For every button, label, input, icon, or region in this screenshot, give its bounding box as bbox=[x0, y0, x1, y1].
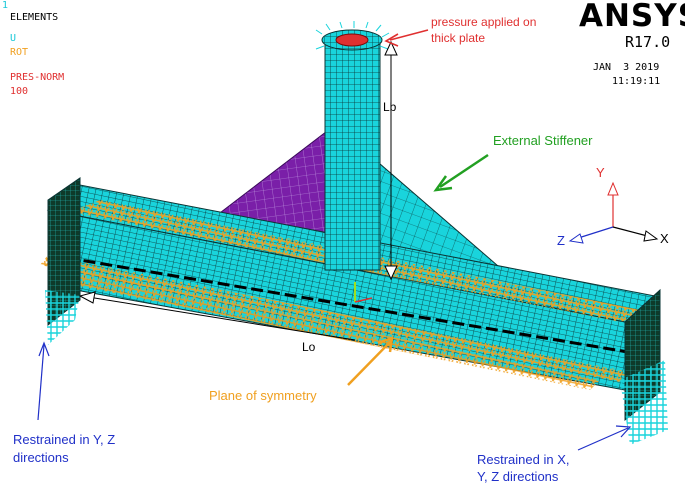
restrained-right-line1: Restrained in X, bbox=[477, 452, 570, 467]
left-restraint-symbols bbox=[45, 290, 80, 345]
symmetry-arrow-shaft bbox=[347, 339, 393, 386]
pressure-arrows bbox=[315, 21, 390, 50]
restrained-right-line2: Y, Z directions bbox=[477, 469, 559, 484]
restrained-left-line1: Restrained in Y, Z bbox=[13, 432, 116, 447]
stiffener-annotation: External Stiffener bbox=[493, 133, 593, 148]
restraint-right-arrow-head bbox=[615, 425, 632, 438]
stiffener-arrow-shaft bbox=[439, 153, 489, 189]
rot-band-lower bbox=[40, 255, 630, 382]
restrained-left-line2: directions bbox=[13, 450, 69, 465]
pressure-arrow-shaft bbox=[389, 29, 429, 41]
coordinate-triad bbox=[568, 181, 659, 244]
restraint-left-arrow bbox=[37, 344, 45, 421]
pressure-plate bbox=[335, 33, 369, 47]
legend-item-rot: ROT bbox=[10, 47, 29, 58]
axis-z-label: Z bbox=[557, 233, 565, 248]
vertical-pipe bbox=[324, 39, 381, 271]
lo-dimension-line bbox=[81, 295, 356, 341]
symmetry-annotation: Plane of symmetry bbox=[209, 388, 317, 403]
rot-band-lower-2 bbox=[60, 272, 600, 390]
axis-x-label: X bbox=[660, 231, 669, 246]
lo-label: Lo bbox=[302, 340, 316, 354]
legend-item-u: U bbox=[10, 33, 17, 44]
pressure-arrow-head bbox=[384, 33, 399, 47]
symmetry-line bbox=[49, 253, 629, 354]
legend-title: ELEMENTS bbox=[10, 12, 59, 23]
ansys-logo: ANSYS bbox=[579, 0, 685, 34]
left-end-cap bbox=[47, 177, 81, 327]
pressure-annotation-line2: thick plate bbox=[431, 31, 486, 45]
restraint-left-arrow-head bbox=[38, 341, 50, 357]
legend-marker: 1 bbox=[2, 0, 9, 11]
lb-label: Lb bbox=[383, 100, 397, 114]
symmetry-arrow-head bbox=[377, 336, 394, 353]
lb-arrowhead-top bbox=[384, 40, 398, 56]
origin-marker-x bbox=[354, 297, 373, 303]
ansys-version: R17.0 bbox=[625, 33, 671, 51]
ansys-time: 11:19:11 bbox=[612, 76, 661, 87]
stiffener-arrow-head bbox=[433, 175, 453, 192]
restraint-right-arrow bbox=[577, 427, 629, 451]
legend-item-pres-value: 100 bbox=[10, 86, 29, 97]
ansys-date: JAN 3 2019 bbox=[593, 62, 660, 73]
pressure-annotation-line1: pressure applied on bbox=[431, 15, 537, 29]
lb-arrowhead-bottom bbox=[384, 265, 398, 281]
right-restraint-symbols bbox=[620, 360, 668, 445]
legend-item-pres-norm: PRES-NORM bbox=[10, 72, 65, 83]
lo-arrowhead-left bbox=[78, 291, 96, 304]
axis-y-label: Y bbox=[596, 165, 605, 180]
